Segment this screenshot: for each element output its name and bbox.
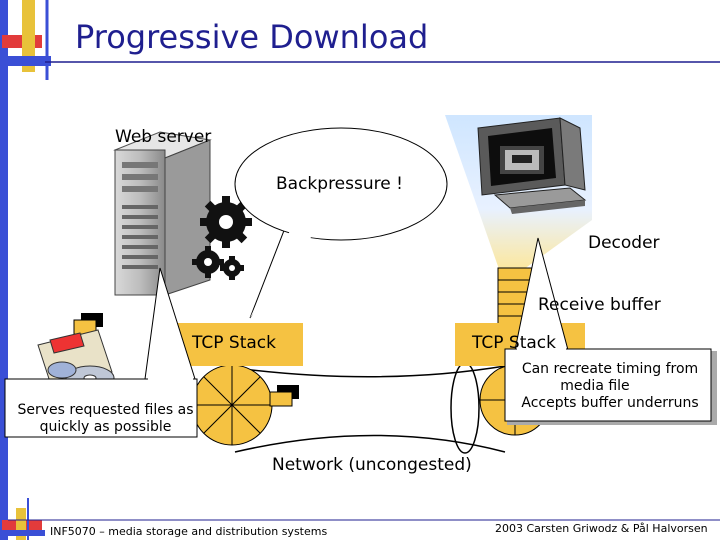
slide-title: Progressive Download <box>75 18 429 56</box>
client-callout-line1: Can recreate timing from <box>521 361 699 377</box>
server-callout-text: Serves requested files as quickly as pos… <box>13 402 198 436</box>
backpressure-label: Backpressure ! <box>276 174 403 194</box>
monitor-icon <box>477 117 587 214</box>
backpressure-bubble <box>234 127 448 319</box>
packet-icon <box>73 313 299 407</box>
server-callout <box>4 267 198 438</box>
tcp-stack-right-label: TCP Stack <box>472 333 556 353</box>
tcp-stack-left-label: TCP Stack <box>192 333 276 353</box>
server-callout-line2: quickly as possible <box>39 419 172 435</box>
client-callout <box>504 237 717 425</box>
network-tube <box>234 362 506 454</box>
network-label: Network (uncongested) <box>272 455 472 475</box>
server-callout-line1: Serves requested files as <box>17 402 194 418</box>
decoder-label: Decoder <box>588 233 660 253</box>
server-tower-icon <box>113 131 212 296</box>
tcp-stack-left-box <box>173 323 303 366</box>
receive-buffer-label: Receive buffer <box>538 295 661 315</box>
client-callout-line2: media file <box>560 378 630 394</box>
footer-course: INF5070 – media storage and distribution… <box>50 525 328 538</box>
client-callout-line3: Accepts buffer underruns <box>521 395 699 411</box>
gear-icon <box>192 196 252 280</box>
footer-copyright: 2003 Carsten Griwodz & Pål Halvorsen <box>495 522 708 535</box>
web-server-label: Web server <box>115 127 212 147</box>
left-disk-icon <box>191 364 273 446</box>
client-callout-text: Can recreate timing from media file Acce… <box>510 361 710 412</box>
slide-sidebar-decoration <box>0 0 51 540</box>
